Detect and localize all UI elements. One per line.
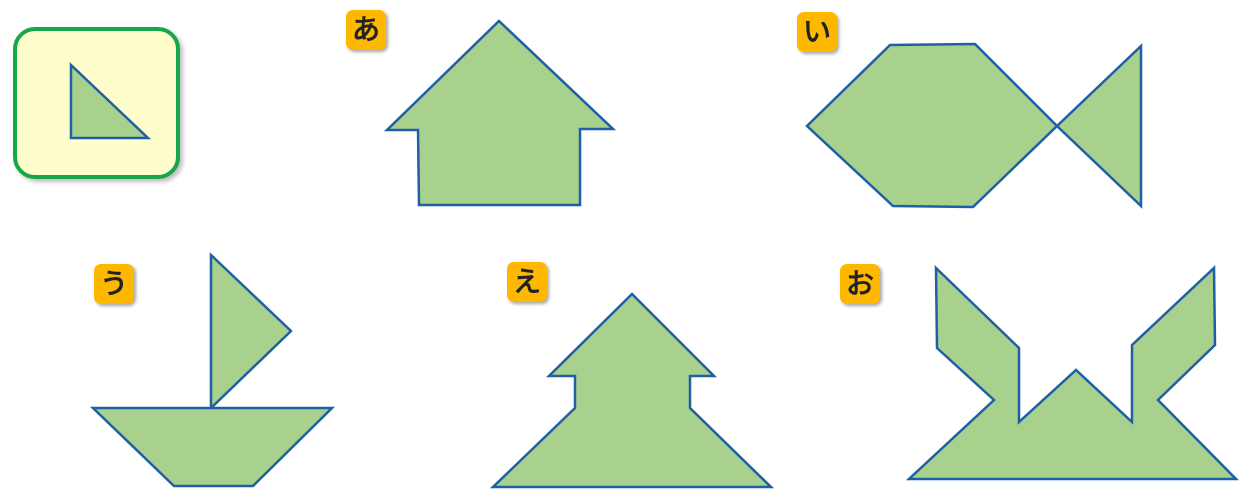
figure-label-badge: え	[507, 262, 547, 302]
figure-fish	[805, 42, 1143, 209]
reference-piece-card	[13, 27, 180, 179]
figure-sailboat-hull	[89, 406, 336, 488]
reference-piece-svg	[69, 62, 152, 140]
figure-crab	[905, 265, 1239, 481]
figure-tree	[489, 292, 775, 489]
figure-label-badge: い	[797, 12, 837, 52]
figure-house	[383, 19, 617, 207]
right-triangle-icon	[69, 62, 152, 140]
figure-label-badge: あ	[346, 10, 386, 50]
figure-sailboat-sail	[209, 252, 293, 411]
figure-label-badge: う	[94, 264, 134, 304]
figure-label-badge: お	[840, 264, 880, 304]
